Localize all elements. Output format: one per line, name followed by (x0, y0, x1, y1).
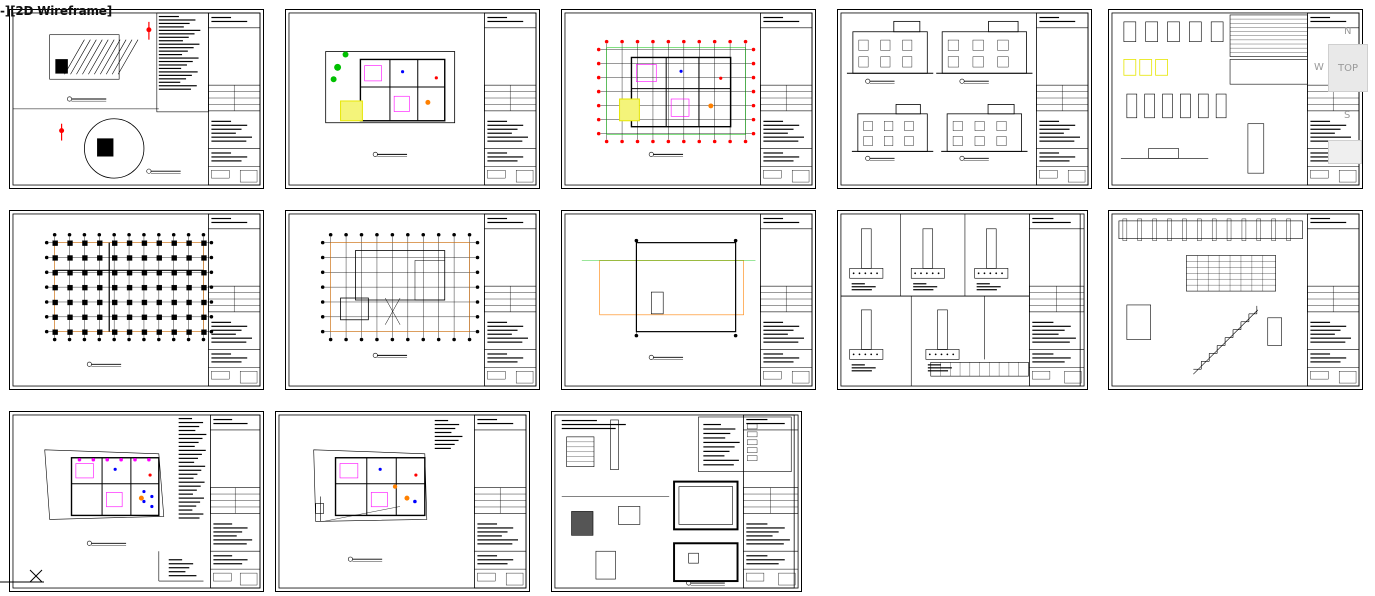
viewcube-icon[interactable]: TOP (1328, 44, 1368, 92)
viewport-label[interactable]: -][2D Wireframe] (0, 4, 113, 18)
sheet-electrical-plan[interactable] (9, 411, 264, 592)
sheet-slab-plan[interactable] (285, 210, 540, 390)
sheet-first-floor-plan[interactable] (561, 9, 816, 189)
drawing-linework (12, 12, 261, 186)
drawing-linework (288, 213, 537, 387)
sheet-foundation-plan[interactable] (9, 210, 264, 390)
sheet-stair-details[interactable] (1108, 210, 1363, 390)
sheet-plumbing-plan[interactable] (275, 411, 530, 592)
sheet-roof-plan[interactable] (561, 210, 816, 390)
navigation-bar-icon[interactable] (1328, 140, 1362, 164)
drawing-linework (564, 12, 813, 186)
viewcube-south[interactable]: S (1344, 110, 1351, 121)
drawing-linework (564, 213, 813, 387)
sheet-door-window-schedule[interactable] (1108, 9, 1363, 189)
viewcube-top-label[interactable]: TOP (1337, 62, 1358, 74)
sheet-site-plan[interactable] (9, 9, 264, 189)
sheet-elevations[interactable] (837, 9, 1092, 189)
sheet-structural-details[interactable] (837, 210, 1088, 390)
drawing-linework (1111, 213, 1360, 387)
drawing-linework (840, 12, 1089, 186)
sheet-septic-tank-details[interactable] (551, 411, 802, 592)
drawing-linework (554, 414, 799, 589)
drawing-linework (288, 12, 537, 186)
drawing-linework (12, 213, 261, 387)
viewcube-west[interactable]: W (1314, 62, 1324, 73)
drawing-linework (840, 213, 1085, 387)
drawing-linework (1111, 12, 1360, 186)
drawing-linework (12, 414, 261, 589)
ucs-x-cross-icon (0, 569, 44, 583)
viewcube-north[interactable]: N (1344, 26, 1352, 37)
sheet-ground-floor-plan[interactable] (285, 9, 540, 189)
drawing-linework (278, 414, 527, 589)
